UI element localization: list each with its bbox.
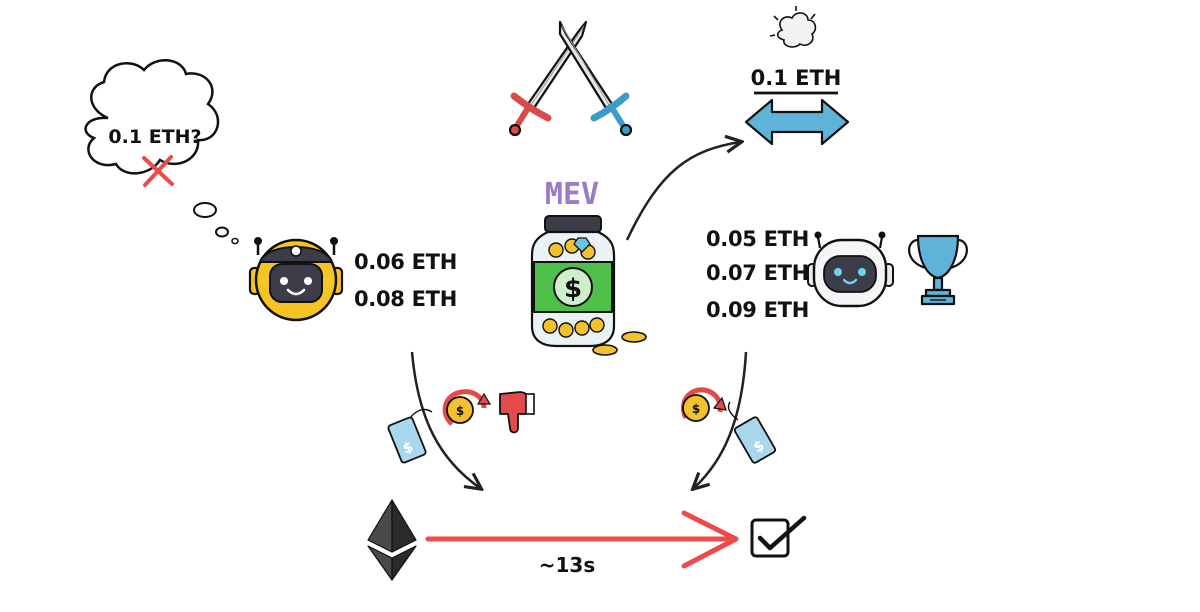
arrow-left-to-chain (410, 351, 480, 488)
arrow-to-winner (625, 142, 740, 241)
left-bid-2: 0.08 ETH (354, 287, 457, 311)
right-bid-1: 0.05 ETH (706, 227, 809, 251)
ethereum-logo (367, 499, 417, 581)
trophy-icon (908, 234, 968, 306)
winning-bid-label: 0.1 ETH (751, 66, 842, 90)
block-time-arrow (425, 510, 739, 569)
double-arrow-icon (744, 98, 850, 146)
yellow-robot (248, 237, 344, 322)
svg-text:$: $ (692, 402, 700, 416)
right-bid-3: 0.09 ETH (706, 298, 809, 322)
thought-text: 0.1 ETH? (108, 126, 201, 148)
mev-jar: $ (530, 215, 616, 348)
checkbox-icon (750, 515, 807, 558)
loose-coins (592, 331, 647, 356)
thought-bubble: 0.1 ETH? (84, 59, 239, 245)
arrow-right-to-chain (694, 351, 748, 488)
price-tag-icon-left: $ (387, 408, 433, 464)
price-tag-icon-right: $ (727, 401, 777, 464)
coin-refresh-icon-left: $ (442, 389, 492, 426)
white-robot (807, 231, 894, 308)
coin-refresh-icon-right: $ (680, 387, 727, 422)
svg-text:$: $ (456, 404, 464, 418)
crossed-swords-icon (508, 20, 633, 137)
block-time-label: ~13s (539, 553, 596, 577)
left-bid-1: 0.06 ETH (354, 250, 457, 274)
thumbs-down-icon (499, 391, 535, 434)
svg-text:$: $ (564, 274, 582, 304)
x-mark-icon (142, 155, 174, 187)
right-bid-2: 0.07 ETH (706, 261, 809, 285)
mev-label: MEV (545, 177, 599, 212)
explosion-cloud-icon (769, 6, 817, 48)
